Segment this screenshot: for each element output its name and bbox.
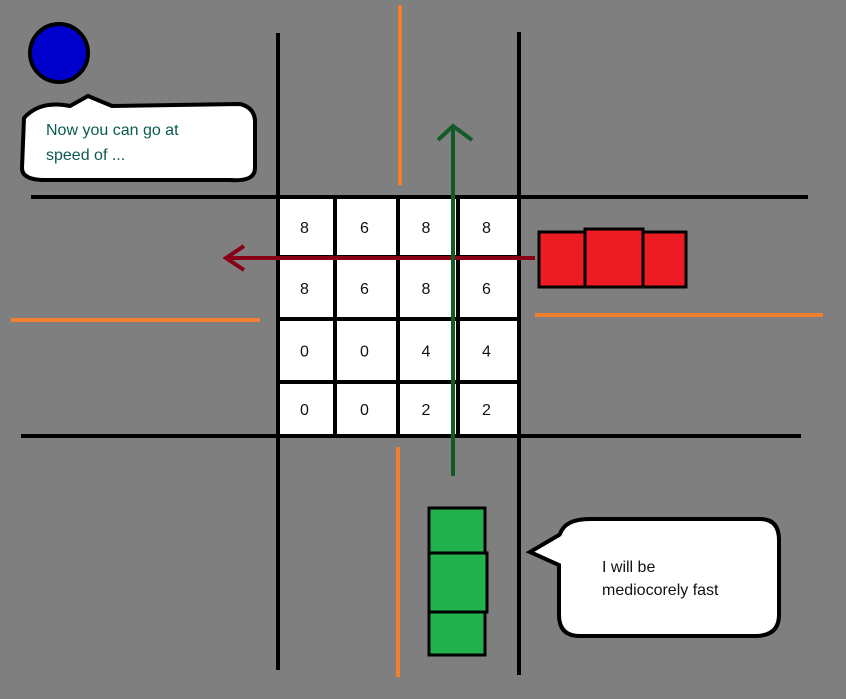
speed-grid: 8 6 8 8 8 6 8 6 0 0 4 4 0 0 2 2 — [276, 195, 521, 438]
bubble-top-line1: Now you can go at — [46, 122, 179, 139]
grid-cell-value: 6 — [482, 281, 491, 298]
grid-cell-value: 8 — [300, 281, 309, 298]
green-car-cabin — [427, 551, 489, 614]
bubble-bottom-line2: mediocorely fast — [602, 582, 719, 599]
grid-cell — [456, 317, 521, 384]
grid-cell-value: 2 — [422, 402, 431, 419]
red-arrow-icon — [222, 244, 535, 272]
green-arrow-icon — [436, 123, 474, 476]
speech-bubble-bottom — [525, 517, 781, 638]
green-car — [427, 506, 489, 657]
grid-cell-value: 2 — [482, 402, 491, 419]
grid-cell-value: 0 — [360, 402, 369, 419]
grid-cell-value: 8 — [422, 281, 431, 298]
speech-bubble-top — [19, 93, 258, 183]
grid-cell-value: 8 — [422, 220, 431, 237]
grid-cell-value: 8 — [482, 220, 491, 237]
grid-cell — [456, 195, 521, 259]
grid-cell — [276, 317, 337, 384]
grid-cell-value: 0 — [300, 402, 309, 419]
grid-cell — [396, 317, 460, 384]
grid-cell-value: 6 — [360, 220, 369, 237]
grid-cell — [333, 380, 400, 438]
grid-cell — [396, 380, 460, 438]
grid-cell-value: 0 — [300, 344, 309, 361]
traffic-light-icon — [28, 22, 90, 84]
grid-cell-value: 4 — [422, 344, 431, 361]
red-car — [537, 227, 688, 289]
red-car-cabin — [583, 227, 645, 289]
grid-cell — [456, 380, 521, 438]
grid-cell-value: 6 — [360, 281, 369, 298]
bubble-bottom-line1: I will be — [602, 559, 655, 576]
grid-cell-value: 0 — [360, 344, 369, 361]
lane-markers — [11, 5, 823, 677]
grid-cell-value: 8 — [300, 220, 309, 237]
bubble-top-line2: speed of ... — [46, 147, 125, 164]
grid-cell — [276, 195, 337, 259]
grid-cell — [276, 380, 337, 438]
grid-cell-value: 4 — [482, 344, 491, 361]
